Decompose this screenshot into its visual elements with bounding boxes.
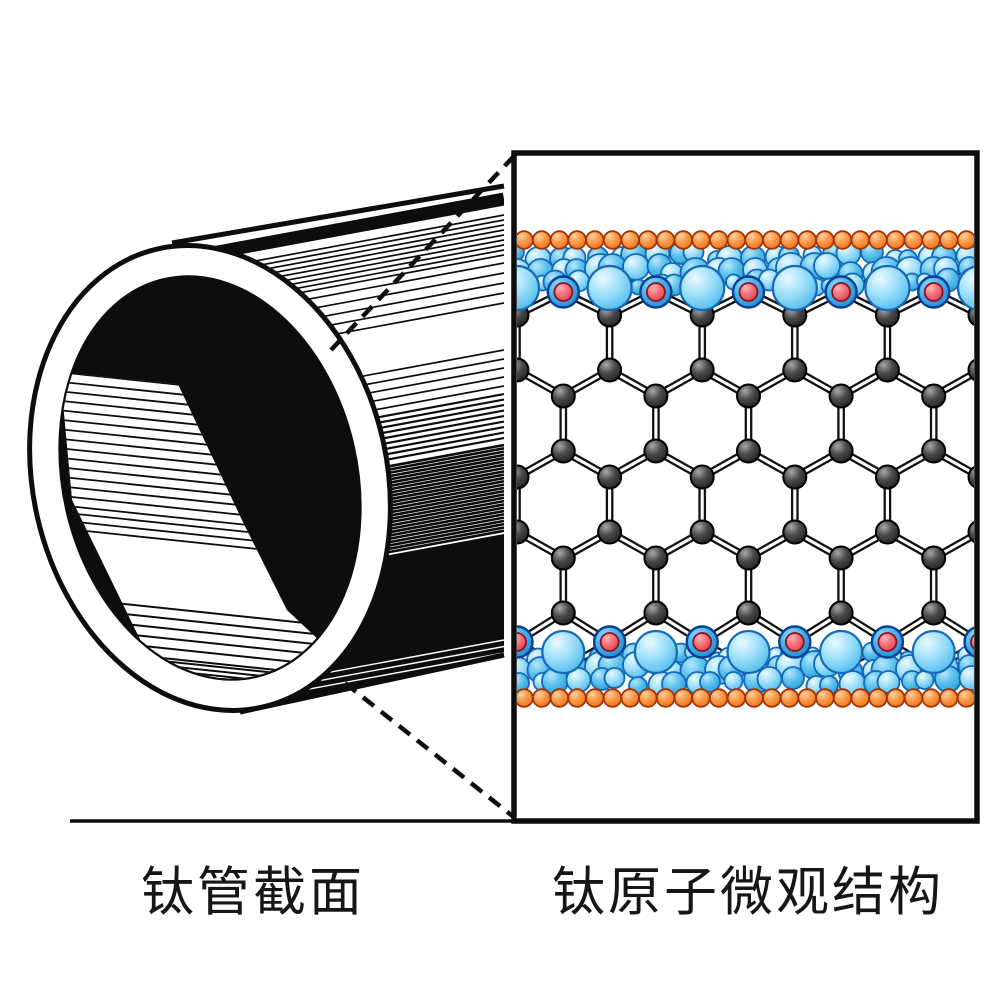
interstitial-atoms-top — [546, 275, 951, 309]
titanium-layer-top — [517, 230, 974, 312]
caption-pipe-cross-section: 钛管截面 — [141, 863, 365, 922]
pipe-illustration — [27, 183, 505, 715]
titanium-layer-bottom — [517, 625, 974, 708]
carbon-lattice-atoms — [517, 302, 974, 626]
zoom-connector-lines — [329, 153, 517, 820]
interstitial-atoms-bottom — [517, 625, 974, 659]
oxide-atom-row-bottom — [517, 688, 974, 708]
caption-atomic-structure: 钛原子微观结构 — [552, 863, 944, 922]
large-ti-atoms-bottom — [541, 629, 956, 675]
large-ti-atoms-top — [517, 264, 974, 312]
oxide-atom-row-top — [517, 230, 974, 250]
atomic-structure — [517, 230, 974, 708]
